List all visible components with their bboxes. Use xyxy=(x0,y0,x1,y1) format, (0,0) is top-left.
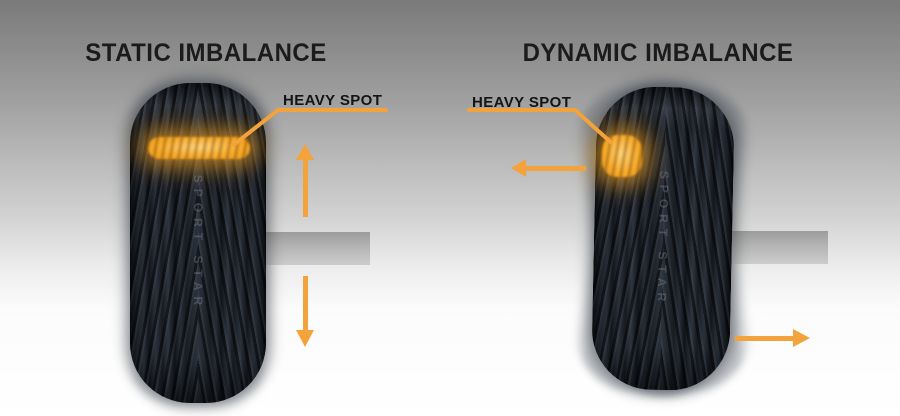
axle-bar xyxy=(256,232,370,265)
down-arrow-head xyxy=(296,330,314,347)
leader-line-horizontal xyxy=(467,108,577,112)
left-arrow-icon xyxy=(511,159,586,177)
heavy-spot-marker xyxy=(148,137,250,159)
left-arrow-shaft xyxy=(526,165,586,171)
up-arrow-shaft xyxy=(302,160,308,217)
right-arrow-icon xyxy=(735,329,810,347)
tire-image: SPORT STAR xyxy=(590,85,736,392)
down-arrow-icon xyxy=(296,276,314,347)
left-arrow-head xyxy=(511,159,526,177)
dynamic-panel-title: DYNAMIC IMBALANCE xyxy=(522,38,794,67)
tire-image: SPORT STAR xyxy=(130,83,266,403)
axle-bar xyxy=(720,231,828,264)
leader-line-horizontal xyxy=(276,108,388,112)
tire-sidewall-text: SPORT STAR xyxy=(654,170,672,307)
heavy-spot-label: HEAVY SPOT xyxy=(283,92,383,109)
down-arrow-shaft xyxy=(302,276,308,330)
heavy-spot-label: HEAVY SPOT xyxy=(472,94,572,111)
up-arrow-icon xyxy=(296,144,314,217)
right-arrow-shaft xyxy=(735,335,793,341)
up-arrow-head xyxy=(296,144,314,160)
static-panel-title: STATIC IMBALANCE xyxy=(85,38,327,67)
right-arrow-head xyxy=(793,329,810,347)
tire-sidewall-text: SPORT STAR xyxy=(191,174,205,312)
